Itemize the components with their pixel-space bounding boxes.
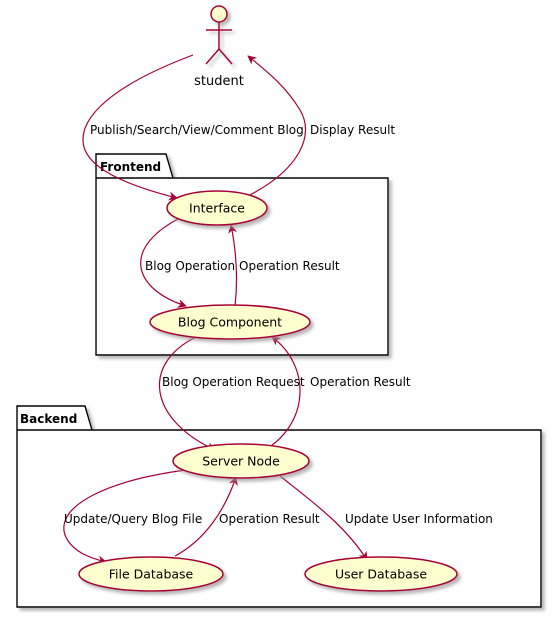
usecase-user-database-label: User Database [335,567,427,582]
edge-interface-to-student [245,55,307,198]
student-actor-icon[interactable] [205,5,233,65]
edge-label-server-to-file: Update/Query Blog File [64,512,202,526]
usecase-interface[interactable]: Interface [166,190,268,226]
usecase-server-node-label: Server Node [202,454,280,469]
backend-package-title: Backend [20,412,77,426]
edges [63,54,368,565]
edge-server-to-user [279,475,368,561]
edge-server-to-blog [267,336,301,449]
usecase-file-database[interactable]: File Database [78,556,224,592]
edge-interface-to-blog [140,218,187,308]
usecase-blog-component[interactable]: Blog Component [149,304,311,340]
edge-file-to-server [174,476,238,557]
frontend-package-title: Frontend [100,160,161,174]
usecase-interface-label: Interface [189,201,245,216]
student-actor-label: student [194,74,244,89]
usecase-blog-component-label: Blog Component [178,315,282,330]
edge-blog-to-interface [228,224,238,307]
edge-label-student-to-interface: Publish/Search/View/Comment Blog [90,123,304,137]
edge-label-blog-to-interface: Operation Result [239,259,340,273]
usecase-server-node[interactable]: Server Node [172,443,310,479]
edge-blog-to-server [158,336,216,451]
edge-server-to-file [63,469,187,565]
edge-student-to-interface [82,54,194,201]
usecase-file-database-label: File Database [109,567,194,582]
usecase-user-database[interactable]: User Database [304,556,458,592]
edge-label-blog-to-server: Blog Operation Request [162,375,305,389]
edge-label-file-to-server: Operation Result [219,512,320,526]
edge-label-interface-to-blog: Blog Operation [145,259,235,273]
edge-label-server-to-blog: Operation Result [310,375,411,389]
edge-label-server-to-user: Update User Information [345,512,493,526]
edge-label-interface-to-student: Display Result [310,123,395,137]
